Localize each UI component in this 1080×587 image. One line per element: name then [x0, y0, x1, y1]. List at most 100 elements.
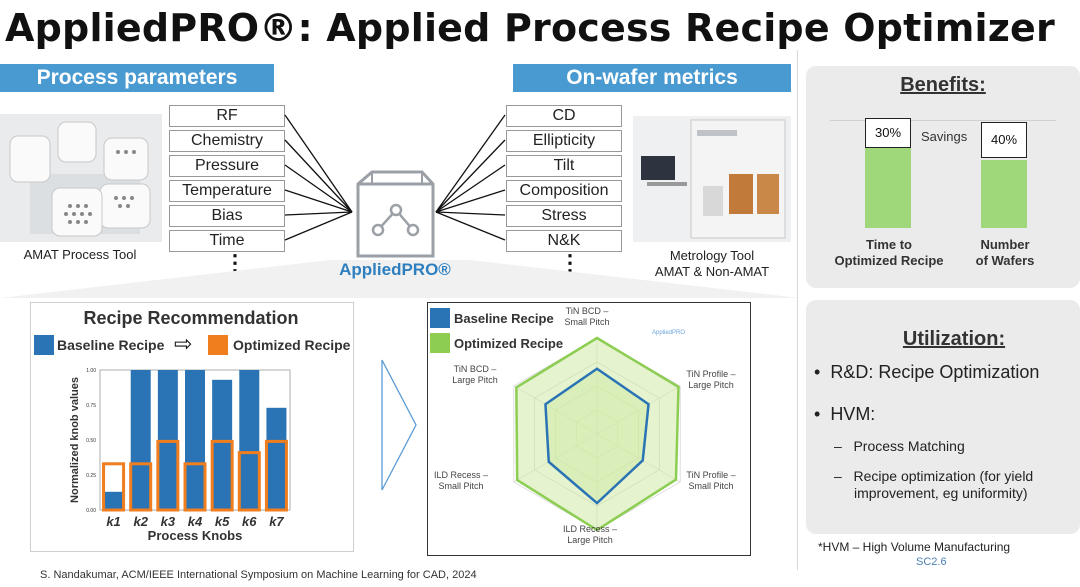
radar-label-ll: ILD Recess –Small Pitch	[426, 470, 496, 492]
baseline-bar	[103, 491, 124, 510]
radar-label-top-1: TiN BCD –	[565, 306, 609, 316]
x-tick-label: k4	[188, 514, 203, 529]
radar-label-bottom: ILD Recess –Large Pitch	[555, 524, 625, 546]
transition-arrow-icon	[381, 359, 417, 491]
radar-optimized-swatch	[430, 333, 450, 353]
param-connector-line	[284, 139, 353, 213]
param-box-bias: Bias	[169, 205, 285, 227]
radar-label-ur-1: TiN Profile –	[686, 369, 736, 379]
benefits-title: Benefits:	[900, 74, 986, 96]
optimized-bar	[264, 439, 288, 512]
y-axis-label: Normalized knob values	[69, 377, 81, 503]
baseline-legend-swatch	[34, 335, 54, 355]
savings-label: Savings	[921, 129, 968, 144]
param-connector-line	[284, 211, 353, 216]
metric-connector-line	[435, 139, 506, 213]
utilization-bullet-1: • R&D: Recipe Optimization	[814, 362, 1040, 382]
x-axis-label: Process Knobs	[148, 528, 243, 543]
baseline-legend-label: Baseline Recipe	[57, 337, 165, 353]
optimized-bar	[210, 439, 234, 512]
connector-lines	[0, 114, 800, 298]
utilization-sub-1: – Process Matching	[834, 438, 965, 454]
param-box-temperature: Temperature	[169, 180, 285, 202]
x-tick-label: k2	[133, 514, 148, 529]
radar-label-ll-2: Small Pitch	[438, 481, 484, 491]
radar-label-ur: TiN Profile –Large Pitch	[676, 369, 746, 391]
param-box-chemistry: Chemistry	[169, 130, 285, 152]
x-tick-label: k7	[269, 514, 284, 529]
y-tick-label: 1.00	[86, 368, 96, 374]
radar-label-bot-2: Large Pitch	[567, 535, 613, 545]
x-tick-label: k5	[215, 514, 230, 529]
radar-baseline-swatch	[430, 308, 450, 328]
wafer-category-line-2: of Wafers	[975, 253, 1035, 268]
radar-label-ul: TiN BCD –Large Pitch	[440, 364, 510, 386]
utilization-panel	[806, 300, 1080, 534]
wafer-savings-bar	[981, 160, 1027, 228]
process-tool-caption: AMAT Process Tool	[23, 247, 137, 262]
page-title: AppliedPRO®: Applied Process Recipe Opti…	[5, 6, 1055, 50]
x-tick-label: k3	[161, 514, 176, 529]
param-box-time: Time	[169, 230, 285, 252]
radar-label-ur-2: Large Pitch	[688, 380, 734, 390]
utilization-bullet-1-text: R&D: Recipe Optimization	[830, 362, 1040, 382]
time-category-line-2: Optimized Recipe	[834, 253, 944, 268]
radar-optimized-label: Optimized Recipe	[454, 336, 564, 351]
radar-label-ll-1: ILD Recess –	[433, 470, 489, 480]
citation: S. Nandakumar, ACM/IEEE International Sy…	[40, 569, 477, 581]
metric-connector-line	[435, 164, 506, 213]
utilization-title: Utilization:	[902, 328, 1006, 350]
optimized-bar	[237, 451, 261, 512]
metric-connector-line	[435, 211, 506, 241]
radar-label-bot-1: ILD Recess –	[562, 524, 618, 534]
metrology-tool-caption: Metrology Tool AMAT & Non-AMAT	[633, 248, 791, 280]
baseline-radar-polygon	[544, 367, 650, 505]
y-tick-label: 0.00	[86, 508, 96, 514]
radar-baseline-label: Baseline Recipe	[454, 311, 554, 326]
y-tick-label: 0.75	[86, 403, 96, 409]
time-category-label: Time to Optimized Recipe	[822, 237, 956, 269]
benefits-top-gridline	[830, 120, 1056, 121]
wafer-category-line-1: Number	[980, 237, 1030, 252]
metric-box-cd: CD	[506, 105, 622, 127]
y-tick-label: 0.25	[86, 473, 96, 479]
x-tick-label: k6	[242, 514, 257, 529]
utilization-sub-2: – Recipe optimization (for yield improve…	[834, 468, 1034, 501]
utilization-sub-1-text: Process Matching	[853, 438, 965, 454]
baseline-bar	[212, 379, 233, 510]
appliedpro-logo-text: AppliedPRO®	[339, 260, 451, 279]
on-wafer-metrics-header: On-wafer metrics	[513, 64, 791, 92]
utilization-bullet-2: • HVM:	[814, 404, 876, 424]
param-connector-line	[284, 164, 353, 213]
radar-chart	[513, 336, 681, 532]
metric-connector-line	[435, 211, 506, 216]
slide-id: SC2.6	[916, 556, 947, 568]
param-box-pressure: Pressure	[169, 155, 285, 177]
benefits-panel	[806, 66, 1080, 288]
metric-connector-line	[435, 189, 506, 213]
radar-watermark: AppliedPRO	[652, 330, 686, 336]
hvm-footnote: *HVM – High Volume Manufacturing	[818, 540, 1011, 554]
param-connector-line	[284, 189, 353, 213]
vertical-divider	[797, 50, 798, 570]
time-savings-value: 30%	[865, 118, 911, 148]
y-tick-label: 0.50	[86, 438, 96, 444]
optimized-legend-label: Optimized Recipe	[233, 337, 351, 353]
baseline-bar	[266, 407, 287, 510]
radar-label-ul-2: Large Pitch	[452, 375, 498, 385]
radar-label-lr: TiN Profile –Small Pitch	[676, 470, 746, 492]
optimized-bar	[102, 462, 126, 512]
radar-label-ul-1: TiN BCD –	[453, 364, 497, 374]
radar-label-top: TiN BCD –Small Pitch	[557, 306, 617, 328]
baseline-bar	[130, 370, 151, 510]
metric-box-ellipticity: Ellipticity	[506, 130, 622, 152]
wafer-category-label: Number of Wafers	[960, 237, 1050, 269]
metrology-tool-image	[633, 116, 791, 242]
metric-connector-line	[435, 114, 506, 213]
metrology-caption-line-1: Metrology Tool	[669, 248, 755, 263]
metric-box-composition: Composition	[506, 180, 622, 202]
param-box-rf: RF	[169, 105, 285, 127]
radar-label-lr-2: Small Pitch	[688, 481, 734, 491]
x-tick-label: k1	[106, 514, 120, 529]
